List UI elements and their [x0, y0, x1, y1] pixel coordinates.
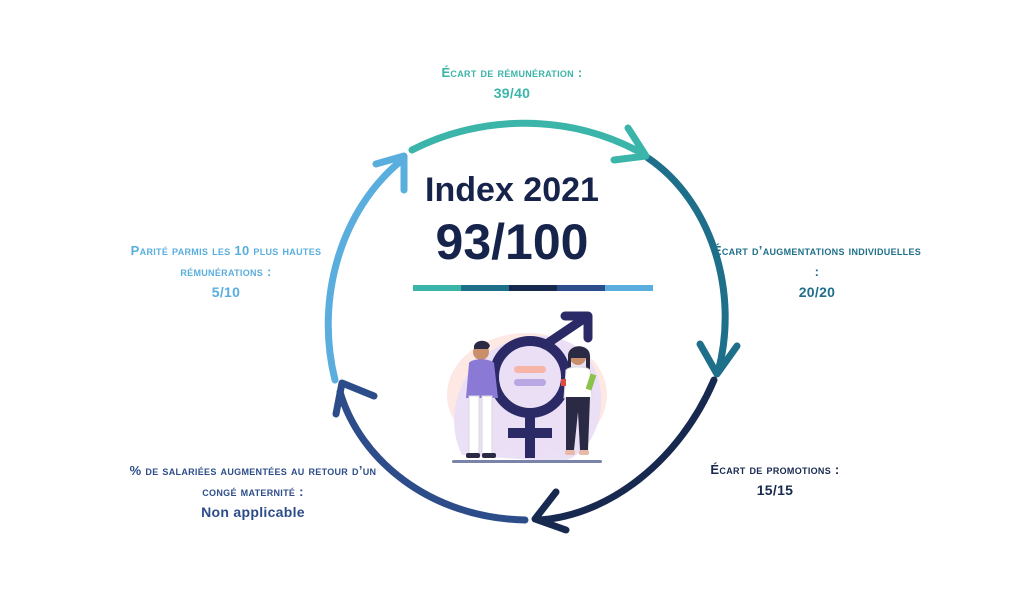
indicator-raises-gap: Écart d’augmentations individuelles : 20… — [712, 240, 922, 303]
man-figure — [466, 340, 498, 458]
indicator-score: 15/15 — [756, 482, 794, 498]
index-title: Index 2021 — [425, 171, 599, 209]
arrowhead-bottom-left — [332, 379, 378, 418]
woman-figure — [561, 346, 597, 455]
color-bar-segment-sky — [605, 285, 653, 291]
indicator-top10-parity: Parité parmis les 10 plus hautes rémunér… — [126, 240, 326, 303]
arc-right — [644, 154, 729, 376]
gender-equality-illustration — [447, 311, 607, 463]
arc-left — [324, 156, 406, 384]
color-bar-segment-navy — [509, 285, 557, 291]
equal-sign-icon — [514, 366, 546, 386]
indicator-pay-gap: Écart de rémunération : 39/40 — [392, 62, 632, 104]
color-bar-segment-blue — [557, 285, 605, 291]
index-score: 93/100 — [435, 214, 589, 270]
indicator-score: 5/10 — [211, 284, 241, 300]
indicator-promotions-gap: Écart de promotions : 15/15 — [670, 459, 880, 501]
arrowhead-right — [696, 340, 741, 378]
indicator-score: Non applicable — [201, 504, 305, 520]
indicator-maternity-raises: % de salariées augmentées au retour d’un… — [118, 460, 388, 523]
color-bar-segment-petrol — [461, 285, 509, 291]
mars-symbol-icon — [540, 311, 593, 350]
color-bar-segment-teal — [413, 285, 461, 291]
arrowhead-left — [372, 152, 408, 194]
arc-top — [408, 119, 649, 159]
indicator-score: 20/20 — [798, 284, 836, 300]
indicator-score: 39/40 — [493, 85, 531, 101]
indicator-label: Écart d’augmentations individuelles : — [712, 243, 922, 279]
indicator-label: % de salariées augmentées au retour d’un… — [129, 463, 377, 499]
arrowhead-top — [610, 124, 650, 164]
arc-bottom-left — [336, 388, 529, 524]
arrowhead-bottom-right — [531, 488, 570, 534]
indicator-label: Parité parmis les 10 plus hautes rémunér… — [130, 243, 322, 279]
arc-bottom-right — [536, 376, 718, 524]
color-bar — [413, 285, 653, 291]
indicator-label: Écart de rémunération : — [441, 65, 583, 80]
indicator-label: Écart de promotions : — [710, 462, 840, 477]
